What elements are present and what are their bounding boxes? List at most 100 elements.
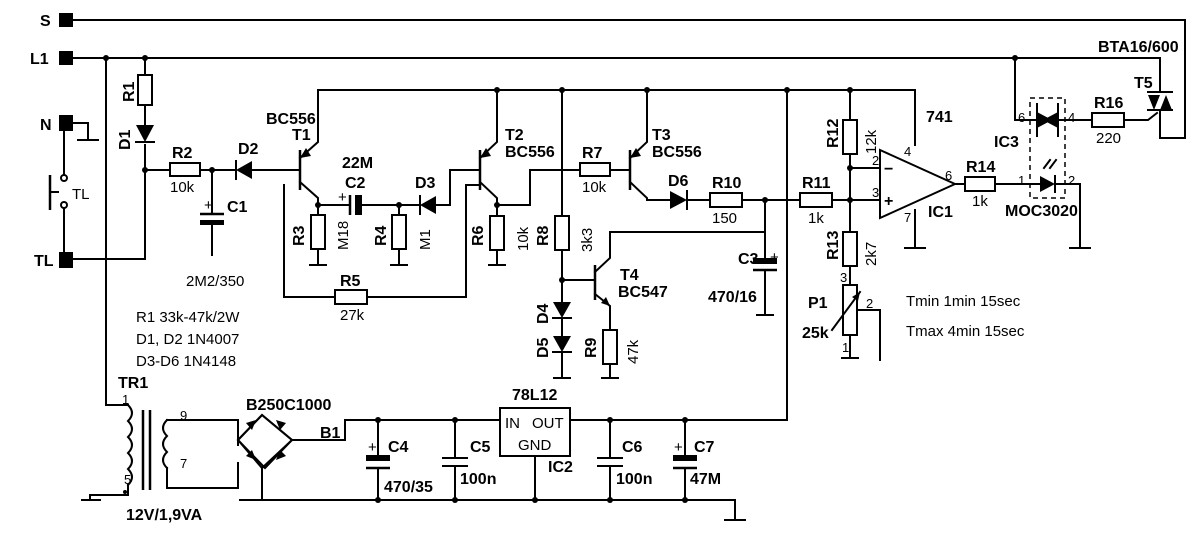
r9-value: 47k — [625, 339, 642, 364]
label-s: S — [40, 13, 51, 30]
r5-label: R5 — [340, 273, 361, 290]
tr1-pin1: 1 — [122, 392, 129, 407]
t1-label: T1 — [292, 127, 311, 144]
c5-value: 100n — [460, 471, 496, 488]
ic1-pin4: 4 — [904, 144, 911, 159]
c3-plus: + — [770, 249, 779, 266]
c2-label: C2 — [345, 175, 366, 192]
r6-label: R6 — [470, 225, 487, 246]
switch-label: TL — [72, 186, 90, 203]
r14-value: 1k — [972, 193, 988, 210]
r3-value: M18 — [335, 221, 352, 250]
ic3-pin2: 2 — [1068, 173, 1075, 188]
d2-label: D2 — [238, 141, 259, 158]
ic1-label: IC1 — [928, 204, 953, 221]
c7-value: 47M — [690, 471, 721, 488]
ic1-pin7: 7 — [904, 210, 911, 225]
b1-type: B250C1000 — [246, 397, 332, 414]
c4-label: C4 — [388, 439, 409, 456]
d3-label: D3 — [415, 175, 436, 192]
ic3-pin1: 1 — [1018, 173, 1025, 188]
ic3-type: MOC3020 — [1005, 203, 1078, 220]
d1-label: D1 — [117, 129, 134, 150]
note-d1d2: D1, D2 1N4007 — [136, 331, 239, 348]
c6-value: 100n — [616, 471, 652, 488]
c3-value: 470/16 — [708, 289, 757, 306]
c1-label: C1 — [227, 199, 248, 216]
ic2-type: 78L12 — [512, 387, 557, 404]
ic1-plus: + — [884, 193, 893, 210]
t5-label: T5 — [1134, 75, 1153, 92]
ic3-pin6: 6 — [1018, 110, 1025, 125]
ic2-gnd: GND — [518, 437, 552, 454]
label-l1: L1 — [30, 51, 49, 68]
t4-type: BC547 — [618, 284, 668, 301]
tr1-pin5: 5 — [124, 472, 131, 487]
r5-value: 27k — [340, 307, 365, 324]
r13-value: 2k7 — [863, 242, 880, 266]
ic1-pin2: 2 — [872, 153, 879, 168]
r2-value: 10k — [170, 179, 195, 196]
r12-label: R12 — [825, 119, 842, 148]
t3-label: T3 — [652, 127, 671, 144]
c4-value: 470/35 — [384, 479, 433, 496]
c2-value: 22M — [342, 155, 373, 172]
r16-label: R16 — [1094, 95, 1123, 112]
r7-value: 10k — [582, 179, 607, 196]
label-tl: TL — [34, 253, 54, 270]
t5-type: BTA16/600 — [1098, 39, 1179, 56]
r13-label: R13 — [825, 231, 842, 260]
r10-value: 150 — [712, 210, 737, 227]
ic3-pin4: 4 — [1068, 110, 1075, 125]
ic2-out: OUT — [532, 415, 564, 432]
ic1-type: 741 — [926, 109, 953, 126]
c4-plus: + — [368, 439, 377, 456]
c7-label: C7 — [694, 439, 715, 456]
p1-pin2: 2 — [866, 296, 873, 311]
tr1-label: TR1 — [118, 375, 148, 392]
d4-label: D4 — [535, 303, 552, 324]
r11-label: R11 — [802, 175, 831, 192]
terminal-tl — [59, 252, 73, 268]
t2-label: T2 — [505, 127, 524, 144]
r8-label: R8 — [535, 225, 552, 246]
tr1-rating: 12V/1,9VA — [126, 507, 203, 524]
r14-label: R14 — [966, 159, 995, 176]
c3-label: C3 — [738, 251, 759, 268]
r8-value: 3k3 — [579, 228, 596, 252]
p1-pin1: 1 — [842, 340, 849, 355]
r10-label: R10 — [712, 175, 741, 192]
r6-value: 10k — [515, 226, 532, 251]
c1-plus: + — [204, 197, 213, 214]
r3-label: R3 — [291, 225, 308, 246]
tr1-pin9: 9 — [180, 408, 187, 423]
t3-type: BC556 — [652, 144, 702, 161]
r4-value: M1 — [417, 229, 434, 250]
b1-label: B1 — [320, 425, 341, 442]
tr1-pin7: 7 — [180, 456, 187, 471]
terminal-n — [59, 115, 73, 131]
r7-label: R7 — [582, 145, 603, 162]
c1-value: 2M2/350 — [186, 273, 244, 290]
tmin: Tmin 1min 15sec — [906, 293, 1021, 310]
c6-label: C6 — [622, 439, 643, 456]
p1-value: 25k — [802, 325, 829, 342]
p1-label: P1 — [808, 295, 828, 312]
terminal-l1 — [59, 51, 73, 65]
r11-value: 1k — [808, 210, 824, 227]
ic1-minus: − — [884, 161, 893, 178]
t1-type: BC556 — [266, 111, 316, 128]
r2-label: R2 — [172, 145, 193, 162]
d5-label: D5 — [535, 337, 552, 358]
r4-label: R4 — [373, 225, 390, 246]
terminal-s — [59, 13, 73, 27]
d6-label: D6 — [668, 173, 689, 190]
r12-value: 12k — [863, 129, 880, 154]
label-n: N — [40, 117, 52, 134]
ic1-pin3: 3 — [872, 185, 879, 200]
c7-plus: + — [674, 439, 683, 456]
t2-type: BC556 — [505, 144, 555, 161]
ic3-label: IC3 — [994, 134, 1019, 151]
ic2-in: IN — [505, 415, 520, 432]
